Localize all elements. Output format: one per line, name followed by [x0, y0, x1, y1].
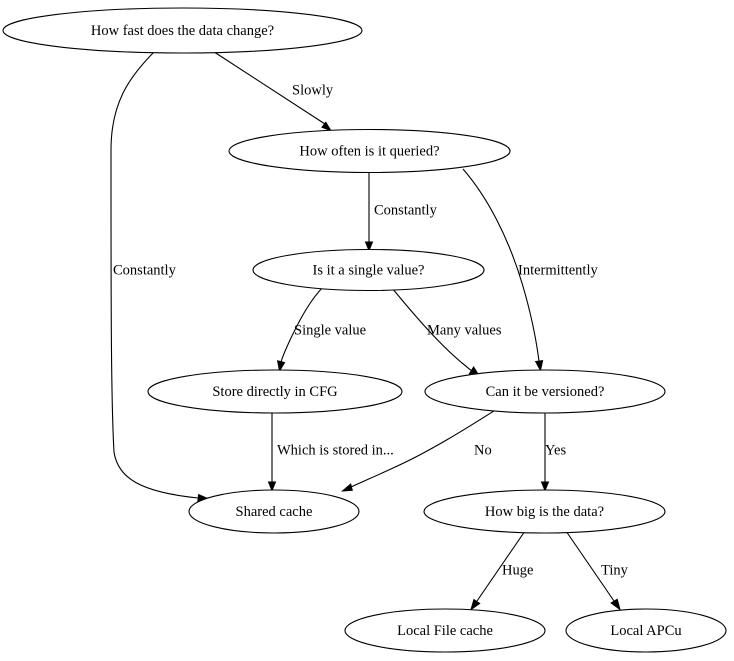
edge-label-huge: Huge	[502, 562, 533, 578]
node-store-directly-in-cfg[interactable]: Store directly in CFG	[147, 369, 403, 414]
node-label-how-big: How big is the data?	[485, 504, 604, 520]
arrowhead-tiny	[610, 598, 621, 611]
node-ellipse-local-file[interactable]	[344, 608, 546, 653]
edge-path-constantly-top	[110, 50, 199, 499]
node-ellipse-store-cfg[interactable]	[147, 369, 403, 414]
edge-path-tiny	[565, 530, 615, 602]
node-label-how-often: How often is it queried?	[299, 143, 439, 159]
arrowhead-single-value	[276, 360, 286, 373]
edge-layer	[110, 50, 621, 611]
node-ellipse-how-big[interactable]	[423, 489, 666, 534]
node-label-shared-cache: Shared cache	[236, 504, 313, 520]
node-can-it-be-versioned[interactable]: Can it be versioned?	[424, 369, 666, 414]
edge-label-yes: Yes	[545, 442, 566, 458]
node-ellipse-how-often[interactable]	[228, 128, 511, 174]
node-shared-cache[interactable]: Shared cache	[188, 489, 360, 534]
edge-path-intermittently	[462, 168, 540, 362]
node-how-often-is-it-queried[interactable]: How often is it queried?	[228, 128, 511, 174]
edge-label-many-values: Many values	[427, 322, 502, 338]
node-ellipse-shared-cache[interactable]	[188, 489, 360, 534]
arrowhead-slowly	[321, 121, 333, 132]
arrowhead-yes	[540, 481, 550, 492]
node-how-big-is-the-data[interactable]: How big is the data?	[423, 489, 666, 534]
edge-path-slowly	[214, 52, 326, 125]
edge-how-often-to-versioned	[462, 168, 544, 372]
edge-label-constantly-top: Constantly	[113, 262, 177, 278]
node-label-versioned: Can it be versioned?	[486, 384, 605, 400]
edge-path-many-values	[391, 287, 473, 372]
edge-versioned-to-how-big	[540, 413, 550, 492]
arrowhead-which-stored	[267, 481, 277, 492]
edge-label-no: No	[474, 442, 492, 458]
node-label-single-value: Is it a single value?	[313, 262, 425, 278]
arrowhead-intermittently	[534, 360, 544, 372]
edge-versioned-to-shared-cache	[341, 408, 498, 492]
arrowhead-constantly-mid	[364, 241, 374, 252]
edge-label-which-stored-in: Which is stored in...	[277, 442, 394, 458]
edge-how-big-to-local-file	[470, 530, 526, 611]
node-is-it-a-single-value[interactable]: Is it a single value?	[252, 248, 485, 292]
edge-store-cfg-to-shared-cache	[267, 413, 277, 492]
edge-path-single-value	[280, 285, 325, 363]
node-label-how-fast: How fast does the data change?	[91, 23, 274, 39]
node-label-store-cfg: Store directly in CFG	[212, 384, 338, 400]
node-local-apcu[interactable]: Local APCu	[565, 608, 727, 653]
edge-label-constantly-mid: Constantly	[374, 202, 438, 218]
edge-label-tiny: Tiny	[601, 562, 629, 578]
node-label-local-apcu: Local APCu	[610, 623, 681, 639]
arrowhead-huge	[470, 598, 481, 611]
node-how-fast-does-the-data-change[interactable]: How fast does the data change?	[2, 7, 363, 54]
node-ellipse-how-fast[interactable]	[2, 7, 363, 54]
node-ellipse-single-value[interactable]	[252, 248, 485, 292]
node-ellipse-local-apcu[interactable]	[565, 608, 727, 653]
node-label-local-file: Local File cache	[397, 623, 493, 639]
edge-label-slowly: Slowly	[292, 82, 334, 98]
edge-path-no	[350, 408, 498, 488]
edge-how-big-to-local-apcu	[565, 530, 621, 611]
edge-path-huge	[476, 530, 526, 602]
edge-label-intermittently: Intermittently	[518, 262, 598, 278]
node-layer: How fast does the data change? How often…	[2, 7, 727, 653]
edge-single-value-to-store-cfg	[276, 285, 325, 373]
edge-how-often-to-single-value	[364, 173, 374, 252]
edge-label-single-value: Single value	[294, 322, 366, 338]
node-local-file-cache[interactable]: Local File cache	[344, 608, 546, 653]
node-ellipse-versioned[interactable]	[424, 369, 666, 414]
arrowhead-no	[341, 483, 353, 492]
edge-how-fast-to-how-often	[214, 52, 333, 132]
edge-label-layer: Constantly Slowly Constantly Intermitten…	[113, 82, 629, 578]
